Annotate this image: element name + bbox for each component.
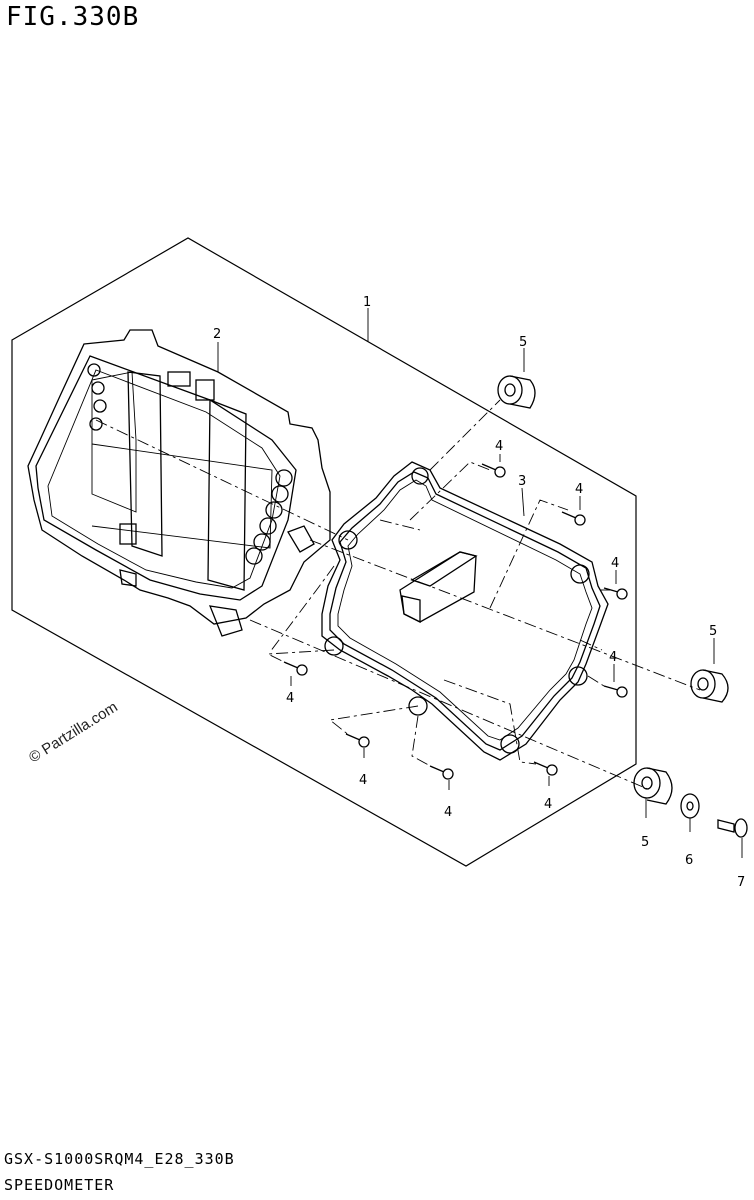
grommet-upper xyxy=(497,375,536,409)
screw xyxy=(603,685,628,698)
rear-cover-gasket xyxy=(321,461,609,761)
grommet-right xyxy=(690,669,729,703)
callout-5: 5 xyxy=(641,835,649,850)
callout-5: 5 xyxy=(709,624,717,639)
callout-1: 1 xyxy=(363,295,371,310)
screw xyxy=(533,761,558,776)
assembly-boundary-box xyxy=(11,237,637,867)
callout-5: 5 xyxy=(519,335,527,350)
screw xyxy=(561,511,586,526)
assembly-lines xyxy=(95,399,701,791)
screw xyxy=(345,733,370,748)
screw xyxy=(429,765,454,780)
washer xyxy=(680,793,700,819)
figure-name: SPEEDOMETER xyxy=(4,1176,115,1194)
callout-4: 4 xyxy=(359,773,367,788)
callout-6: 6 xyxy=(685,853,693,868)
callout-4: 4 xyxy=(495,439,503,454)
callout-4: 4 xyxy=(544,797,552,812)
mounting-bolt xyxy=(717,818,748,838)
callout-4: 4 xyxy=(611,556,619,571)
callout-4: 4 xyxy=(444,805,452,820)
figure-title: FIG.330B xyxy=(6,2,140,32)
figure-code: GSX-S1000SRQM4_E28_330B xyxy=(4,1150,235,1168)
meter-housing xyxy=(27,329,331,637)
callout-4: 4 xyxy=(286,691,294,706)
screw xyxy=(481,463,506,478)
screw xyxy=(603,587,628,600)
callout-4: 4 xyxy=(575,482,583,497)
callout-2: 2 xyxy=(213,327,221,342)
callout-3: 3 xyxy=(518,474,526,489)
callout-7: 7 xyxy=(737,875,745,890)
callout-4: 4 xyxy=(609,650,617,665)
leader-lines xyxy=(217,308,743,858)
